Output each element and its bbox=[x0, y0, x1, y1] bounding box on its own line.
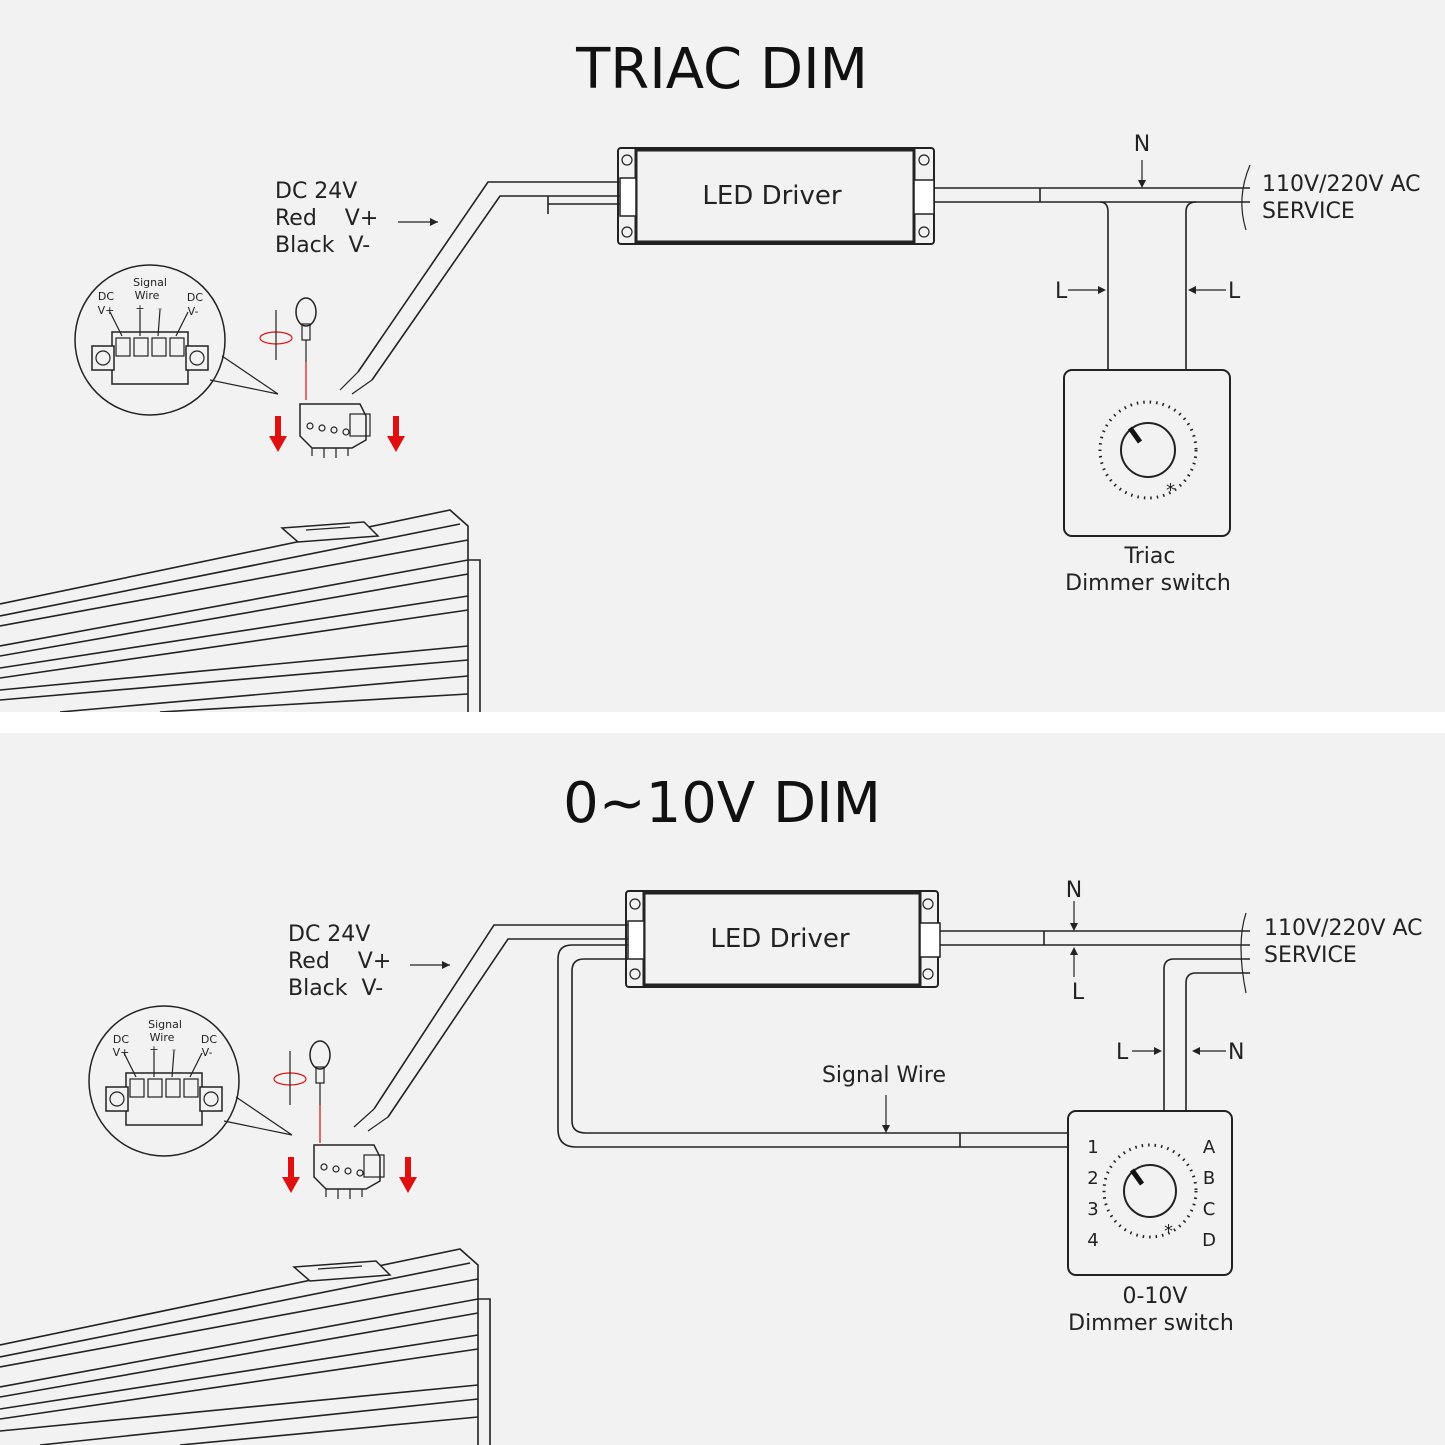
terminal-right-polarity: V- bbox=[188, 305, 199, 318]
triac-diagram: TRIAC DIM LED Driver DC 24V Red V+ Black… bbox=[0, 37, 1421, 712]
rotate-arrow-icon bbox=[259, 310, 293, 360]
terminal-signal-label: Signal bbox=[133, 276, 167, 289]
zero-ten-dimmer-switch: * bbox=[1067, 1110, 1233, 1276]
screwdriver-icon bbox=[295, 297, 317, 400]
live-label-left: L bbox=[1055, 279, 1068, 304]
terminal-letter-a: A bbox=[1203, 1137, 1216, 1158]
ac-voltage-label: 110V/220V AC bbox=[1264, 916, 1423, 941]
live-label-top: L bbox=[1072, 980, 1085, 1005]
led-light-profile bbox=[0, 509, 481, 712]
plug-connector-icon bbox=[299, 403, 371, 458]
terminal-plus: + bbox=[135, 302, 144, 315]
terminal-signal-label: Signal bbox=[148, 1018, 182, 1031]
switch-type-label: Triac bbox=[1124, 544, 1176, 569]
switch-name-label: Dimmer switch bbox=[1068, 1311, 1234, 1336]
triac-dim-panel: TRIAC DIM LED Driver DC 24V Red V+ Black… bbox=[0, 0, 1445, 712]
insert-arrow-right-icon bbox=[387, 416, 405, 452]
terminal-number-4: 4 bbox=[1087, 1230, 1098, 1251]
led-driver: LED Driver bbox=[625, 890, 941, 988]
panel-title: 0~10V DIM bbox=[563, 771, 881, 836]
driver-label: LED Driver bbox=[710, 924, 850, 954]
terminal-plus: + bbox=[149, 1043, 158, 1056]
led-light-profile bbox=[0, 1248, 491, 1445]
terminal-wire-label: Wire bbox=[135, 289, 160, 302]
live-label-left: L bbox=[1116, 1040, 1129, 1065]
zero-ten-dim-panel: 0~10V DIM LED Driver DC 24V Red V+ Black… bbox=[0, 733, 1445, 1445]
insert-arrow-right-icon bbox=[399, 1157, 417, 1193]
terminal-left-dc: DC bbox=[113, 1033, 129, 1046]
ac-input-wiring bbox=[934, 160, 1251, 370]
terminal-minus: - bbox=[158, 302, 162, 315]
ac-voltage-label: 110V/220V AC bbox=[1262, 172, 1421, 197]
terminal-detail-bubble bbox=[88, 1005, 293, 1157]
dc-output-cable bbox=[339, 181, 620, 395]
dc-output-cable bbox=[353, 924, 628, 1132]
insert-arrow-left-icon bbox=[282, 1157, 300, 1193]
dial-max-mark: * bbox=[1164, 1221, 1173, 1242]
neutral-label: N bbox=[1134, 132, 1150, 157]
terminal-minus: - bbox=[172, 1043, 176, 1056]
signal-wire bbox=[557, 944, 1070, 1148]
terminal-left-polarity: V+ bbox=[113, 1046, 130, 1059]
terminal-letter-d: D bbox=[1202, 1230, 1216, 1251]
signal-wire-label: Signal Wire bbox=[822, 1063, 946, 1088]
plug-connector-icon bbox=[313, 1144, 385, 1199]
driver-label: LED Driver bbox=[702, 181, 842, 211]
terminal-wire-label: Wire bbox=[150, 1031, 175, 1044]
triac-dimmer-switch: * bbox=[1063, 369, 1231, 537]
led-driver: LED Driver bbox=[617, 147, 935, 245]
dc-black-label: Black V- bbox=[275, 233, 370, 258]
terminal-right-dc: DC bbox=[201, 1033, 217, 1046]
terminal-left-polarity: V+ bbox=[98, 304, 115, 317]
dc-red-label: Red V+ bbox=[275, 206, 378, 231]
dc-voltage-label: DC 24V bbox=[275, 179, 357, 204]
neutral-label-right: N bbox=[1228, 1040, 1244, 1065]
screwdriver-icon bbox=[309, 1040, 331, 1143]
insert-arrow-left-icon bbox=[269, 416, 287, 452]
terminal-left-dc: DC bbox=[98, 290, 114, 303]
live-label-right: L bbox=[1228, 279, 1241, 304]
terminal-number-2: 2 bbox=[1087, 1168, 1098, 1189]
terminal-number-3: 3 bbox=[1087, 1199, 1098, 1220]
neutral-label-top: N bbox=[1066, 878, 1082, 903]
switch-type-label: 0-10V bbox=[1123, 1284, 1188, 1309]
switch-name-label: Dimmer switch bbox=[1065, 571, 1231, 596]
panel-title: TRIAC DIM bbox=[575, 37, 868, 102]
zero-ten-diagram: 0~10V DIM LED Driver DC 24V Red V+ Black… bbox=[0, 771, 1423, 1445]
ac-service-label: SERVICE bbox=[1262, 199, 1355, 224]
terminal-letter-c: C bbox=[1203, 1199, 1216, 1220]
terminal-detail-bubble bbox=[74, 264, 279, 416]
rotate-arrow-icon bbox=[273, 1051, 307, 1105]
ac-service-label: SERVICE bbox=[1264, 943, 1357, 968]
ac-input-wiring bbox=[940, 901, 1250, 1111]
dial-max-mark: * bbox=[1166, 480, 1175, 501]
terminal-right-polarity: V- bbox=[202, 1046, 213, 1059]
terminal-right-dc: DC bbox=[187, 291, 203, 304]
terminal-letter-b: B bbox=[1203, 1168, 1215, 1189]
terminal-number-1: 1 bbox=[1087, 1137, 1098, 1158]
dc-voltage-label: DC 24V bbox=[288, 922, 370, 947]
dc-black-label: Black V- bbox=[288, 976, 383, 1001]
dc-red-label: Red V+ bbox=[288, 949, 391, 974]
